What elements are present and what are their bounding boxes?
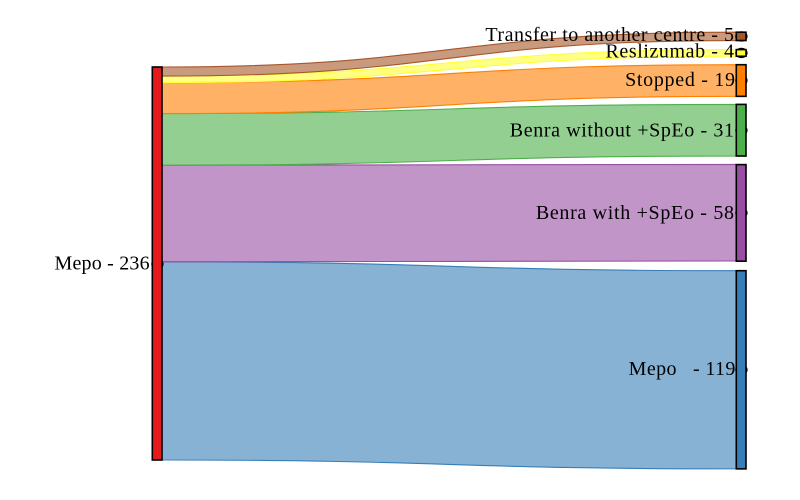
svg-text:Reslizumab - 4: Reslizumab - 4	[606, 40, 735, 62]
svg-text:Benra without +SpEo - 31: Benra without +SpEo - 31	[510, 119, 735, 141]
svg-text:Stopped - 19: Stopped - 19	[625, 69, 736, 91]
svg-text:Transfer to another centre - 5: Transfer to another centre - 5	[485, 24, 734, 46]
svg-text:Mepo - 236: Mepo - 236	[54, 252, 149, 274]
svg-text:Benra with +SpEo - 58: Benra with +SpEo - 58	[536, 202, 735, 224]
svg-text:Mepo - 119: Mepo - 119	[629, 358, 736, 380]
